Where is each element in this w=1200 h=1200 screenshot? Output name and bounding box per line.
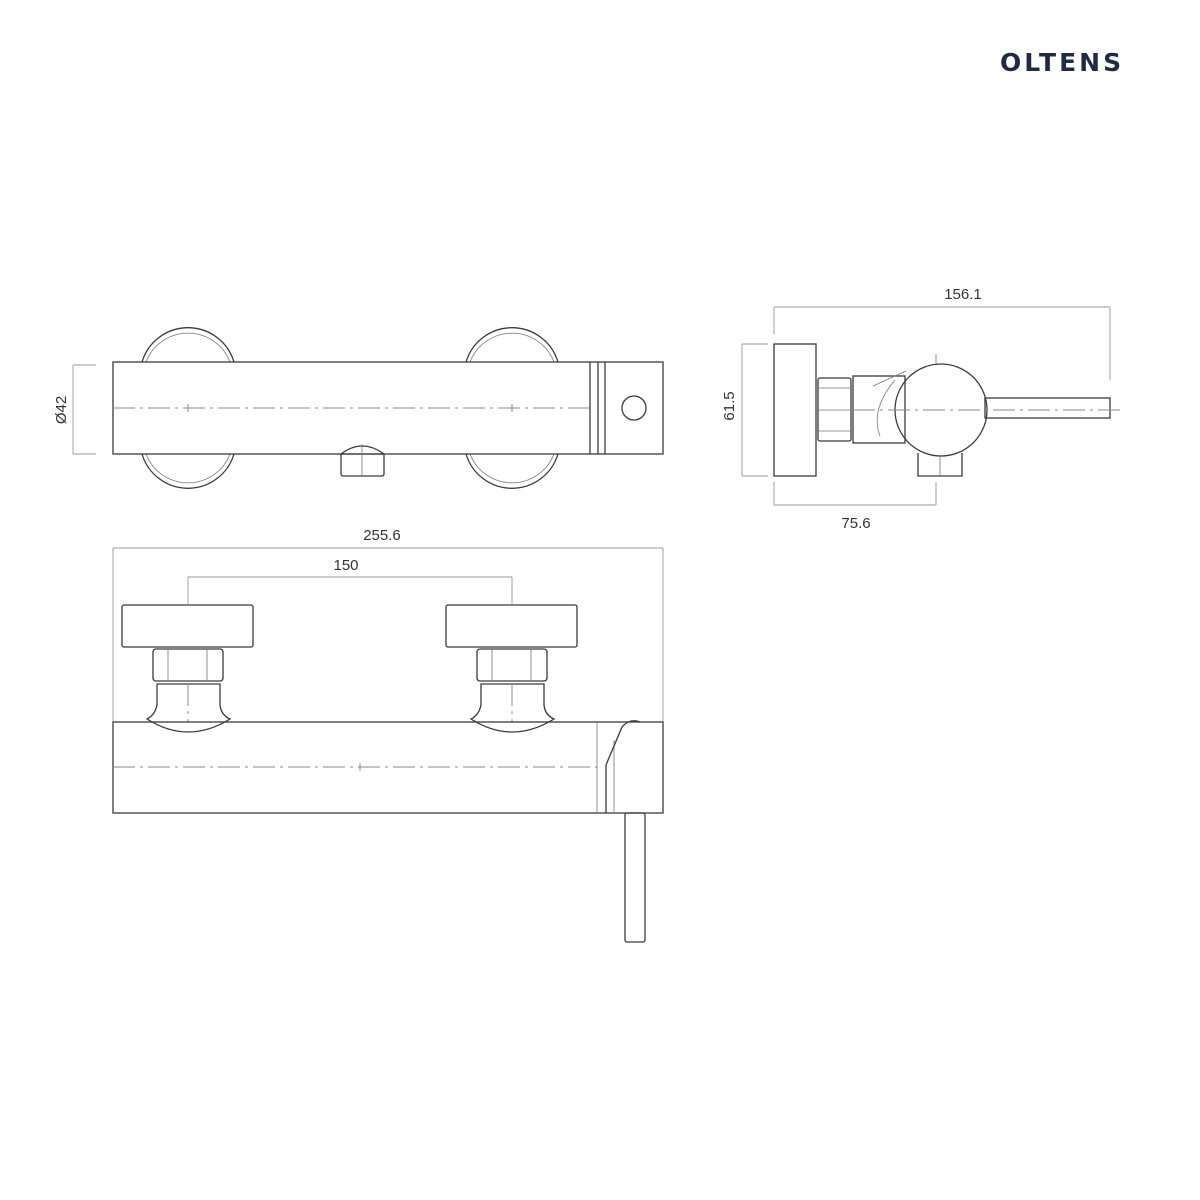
- brand-logo: OLTENS: [1000, 48, 1125, 77]
- top-outlet: [340, 445, 385, 477]
- top-mount-arc-left-upper: [141, 327, 235, 363]
- dim-inlet-spacing: 150: [333, 557, 358, 574]
- dim-diameter: Ø42: [53, 396, 70, 424]
- dim-front-width: 255.6: [363, 527, 401, 544]
- dim-side-outlet: 75.6: [841, 515, 870, 532]
- front-view: 255.6 150: [112, 527, 664, 943]
- dim-side-height: 61.5: [721, 391, 738, 420]
- front-lever-cap: [605, 720, 641, 766]
- side-view: 156.1 61.5 75.6: [721, 286, 1122, 532]
- top-mount-arc-left-lower: [141, 453, 235, 489]
- top-mount-arc-right-upper: [465, 327, 559, 363]
- top-mount-arc-right-lower: [465, 453, 559, 489]
- side-hex-nut: [817, 377, 852, 442]
- front-lever-handle: [624, 812, 646, 943]
- top-lever-pivot: [621, 395, 647, 421]
- side-lever: [984, 397, 1111, 419]
- front-inlet-left: [121, 604, 254, 733]
- front-inlet-right: [445, 604, 578, 733]
- side-wall-plate: [773, 343, 817, 477]
- top-view: Ø42: [53, 327, 664, 489]
- dim-side-depth: 156.1: [944, 286, 982, 303]
